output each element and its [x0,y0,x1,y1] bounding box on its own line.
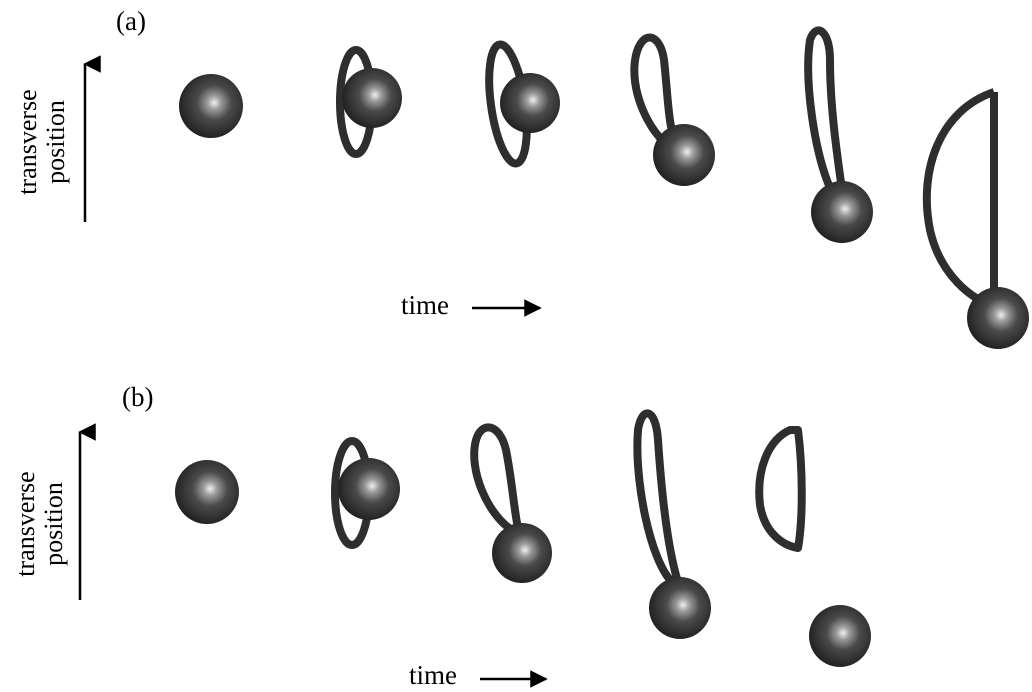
sphere [338,458,400,520]
panel-b-frame-3 [470,423,552,583]
sphere [811,181,873,243]
sphere [179,74,243,138]
ring-loop [633,409,682,586]
panel-b-frame-5 [755,426,871,667]
sphere [500,73,560,133]
sphere [967,287,1029,349]
panel-a-frame-4 [630,33,715,186]
sphere [809,605,871,667]
panel-b-frame-4 [633,409,711,639]
ring-loop [922,88,998,310]
panel-a-frame-6 [922,88,1029,349]
panel-b-time-label: time [409,660,457,690]
sphere [342,68,402,128]
ring-loop [470,423,522,534]
sphere [492,523,552,583]
panel-a-frame-1 [179,74,243,138]
sphere [649,577,711,639]
panel-a-frame-3 [485,40,560,168]
panel-a-label: (a) [116,6,146,36]
panel-a-frame-2 [336,46,402,158]
panel-a-time-label: time [401,290,449,320]
ring-loop [755,426,806,552]
ring-loop [804,26,846,194]
panel-b-frame-2 [331,437,400,549]
panel-a-frame-5 [804,26,873,243]
panel-b-frame-1 [175,460,239,524]
sphere [175,460,239,524]
ring-loop [630,33,682,154]
panel-b-label: (b) [122,382,154,412]
sphere [653,124,715,186]
